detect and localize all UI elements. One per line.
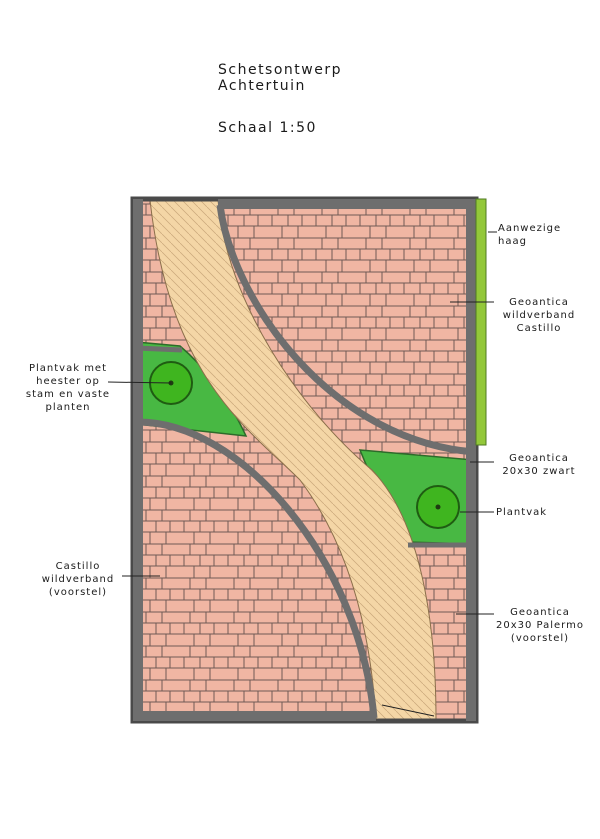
- leader-path-end: [381, 704, 435, 717]
- edging-curve-top: [216, 204, 475, 456]
- label-path: Geoantica 20x30 Palermo (voorstel): [496, 607, 584, 644]
- leader-planter-left: [107, 381, 172, 384]
- hedge: [475, 198, 487, 446]
- edging-bottom-band: [133, 711, 376, 721]
- edging-planter-left: [135, 345, 183, 353]
- scale-label: Schaal 1:50: [218, 120, 317, 136]
- edging-curve-bottom: [135, 418, 378, 719]
- shrub-right-center: [435, 504, 441, 510]
- label-planter-right: Plantvak: [496, 507, 548, 518]
- edging-right-band: [466, 199, 476, 721]
- label-paving-left: Castillo wildverband (voorstel): [41, 561, 115, 598]
- label-paving-right: Geoantica wildverband Castillo: [502, 297, 576, 334]
- title-line-1: Schetsontwerp: [218, 62, 342, 78]
- title-line-2: Achtertuin: [218, 78, 306, 94]
- edging-left-band: [133, 199, 143, 721]
- label-hedge: Aanwezige haag: [498, 223, 562, 247]
- edging-top-band: [218, 199, 476, 209]
- label-edging: Geoantica 20x30 zwart: [502, 453, 576, 477]
- label-planter-left: Plantvak met heester op stam en vaste pl…: [25, 363, 111, 413]
- plan-title: Schetsontwerp Achtertuin: [218, 62, 342, 94]
